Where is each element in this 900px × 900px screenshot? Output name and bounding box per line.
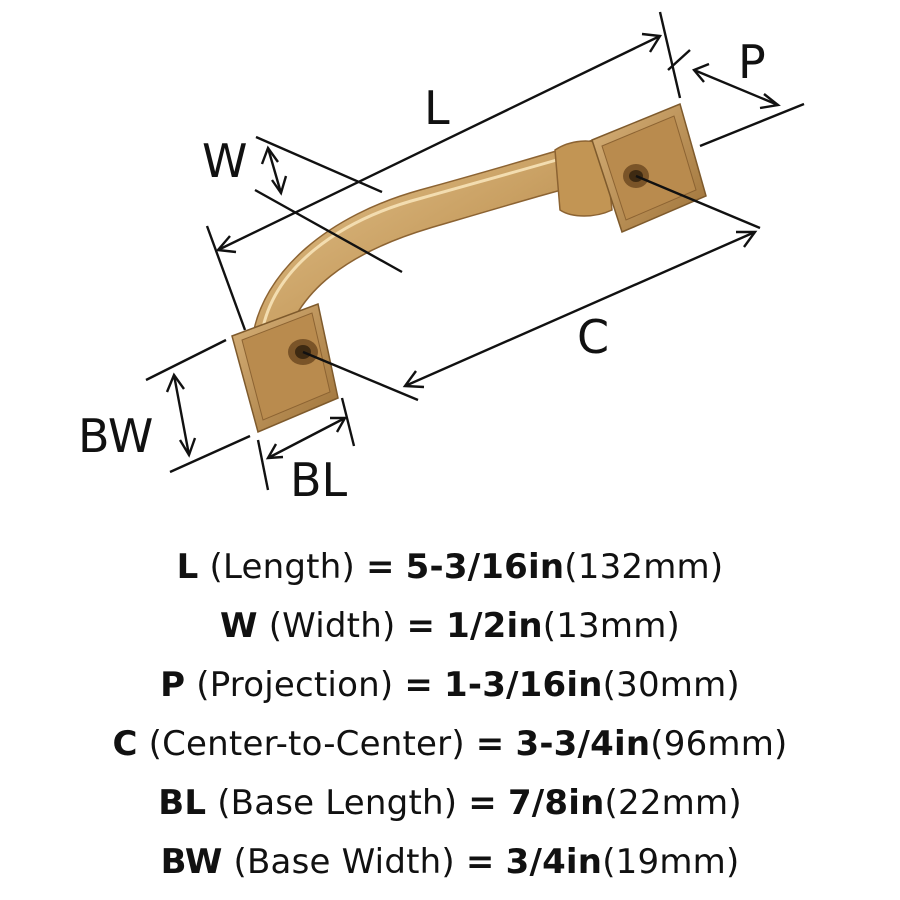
spec-name: (Base Length) <box>217 783 458 823</box>
spec-name: (Length) <box>209 547 355 587</box>
spec-eq: = <box>468 783 497 823</box>
spec-abbr: C <box>112 724 138 764</box>
spec-metric: (22mm) <box>604 783 742 823</box>
spec-value: 5-3/16in <box>405 547 565 587</box>
spec-abbr: L <box>176 547 199 587</box>
handle-dimension-diagram: L W P C BW BL <box>78 11 805 507</box>
spec-abbr: P <box>160 665 186 705</box>
left-base <box>231 302 339 434</box>
spec-abbr: W <box>220 606 258 646</box>
spec-row-width: W (Width) = 1/2in(13mm) <box>0 597 900 656</box>
spec-name: (Center-to-Center) <box>148 724 465 764</box>
spec-name: (Projection) <box>196 665 394 705</box>
dimension-lines <box>145 11 805 491</box>
right-base <box>591 102 707 234</box>
spec-value: 7/8in <box>507 783 605 823</box>
label-bl: BL <box>290 453 348 507</box>
dimension-specs: L (Length) = 5-3/16in(132mm) W (Width) =… <box>0 538 900 892</box>
spec-row-center-to-center: C (Center-to-Center) = 3-3/4in(96mm) <box>0 715 900 774</box>
label-w: W <box>202 134 247 188</box>
spec-metric: (13mm) <box>542 606 680 646</box>
label-c: C <box>577 310 609 364</box>
spec-metric: (30mm) <box>602 665 740 705</box>
spec-abbr: BW <box>160 842 223 882</box>
label-bw: BW <box>78 409 153 463</box>
spec-value: 3/4in <box>505 842 603 882</box>
spec-eq: = <box>475 724 505 764</box>
spec-eq: = <box>365 547 395 587</box>
spec-eq: = <box>404 665 434 705</box>
spec-metric: (19mm) <box>602 842 740 882</box>
spec-eq: = <box>465 842 495 882</box>
spec-value: 1-3/16in <box>444 665 603 705</box>
label-p: P <box>738 35 766 89</box>
spec-row-projection: P (Projection) = 1-3/16in(30mm) <box>0 656 900 715</box>
label-l: L <box>424 81 450 135</box>
spec-row-length: L (Length) = 5-3/16in(132mm) <box>0 538 900 597</box>
spec-eq: = <box>406 606 436 646</box>
spec-row-base-width: BW (Base Width) = 3/4in(19mm) <box>0 833 900 892</box>
spec-name: (Base Width) <box>233 842 455 882</box>
handle-top-highlight <box>260 146 599 333</box>
spec-value: 1/2in <box>446 606 543 646</box>
spec-abbr: BL <box>158 783 207 823</box>
spec-value: 3-3/4in <box>515 724 651 764</box>
spec-metric: (132mm) <box>564 547 724 587</box>
spec-name: (Width) <box>268 606 396 646</box>
cabinet-pull-handle <box>231 102 707 434</box>
spec-row-base-length: BL (Base Length) = 7/8in(22mm) <box>0 774 900 833</box>
spec-metric: (96mm) <box>650 724 788 764</box>
